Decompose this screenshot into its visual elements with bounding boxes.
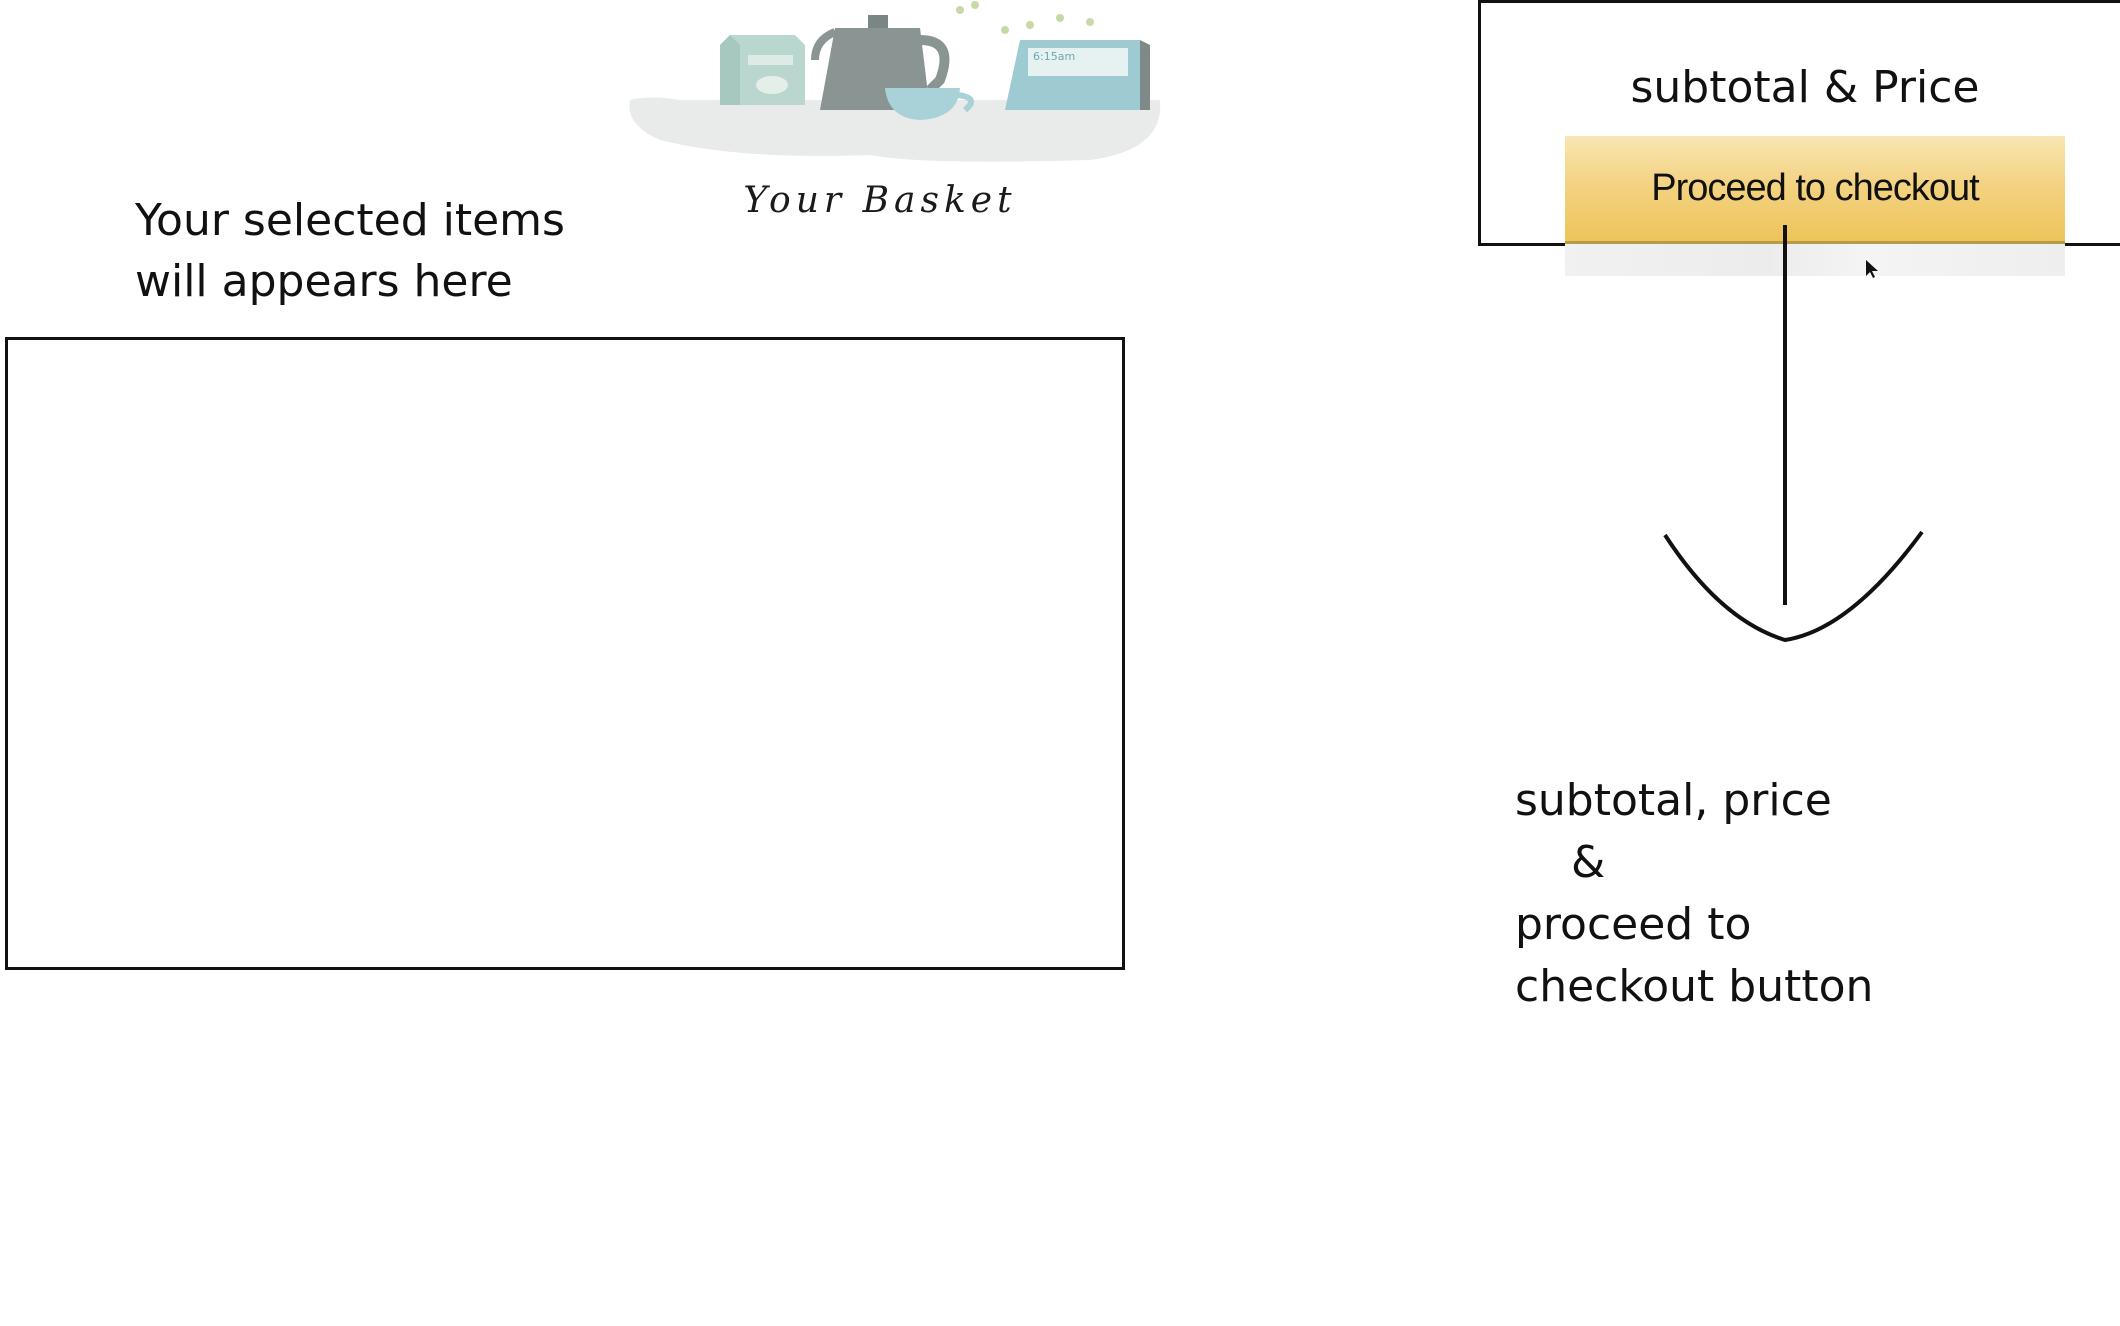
items-panel [5, 337, 1125, 970]
basket-caption: Your Basket [743, 180, 1017, 221]
cup-icon [885, 88, 975, 120]
basket-illustration: 6:15am [629, 1, 1161, 162]
button-shadow [1565, 244, 2065, 276]
smart-display-icon: 6:15am [1005, 40, 1150, 110]
proceed-to-checkout-button[interactable]: Proceed to checkout [1565, 136, 2065, 244]
subtotal-price-label: subtotal & Price [1630, 62, 1980, 113]
milk-carton-icon [720, 35, 805, 105]
mouse-cursor-icon [1866, 260, 1878, 278]
music-notes-icon [956, 1, 1094, 34]
items-placeholder-text: Your selected items will appears here [135, 195, 565, 307]
down-arrow-icon [1663, 225, 1924, 643]
clock-text: 6:15am [1033, 50, 1075, 63]
annotation-text: subtotal, price & proceed to checkout bu… [1515, 775, 1874, 1012]
